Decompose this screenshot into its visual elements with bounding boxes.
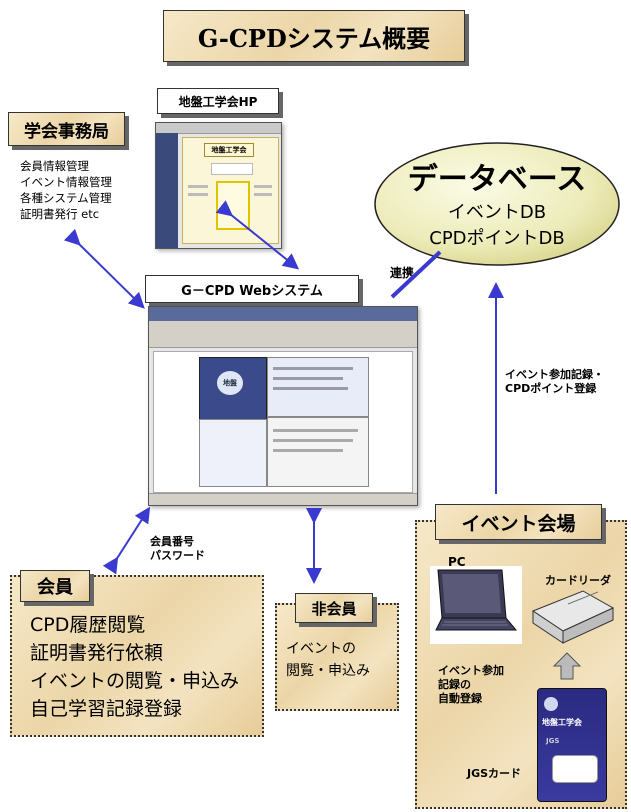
database-item: CPDポイントDB <box>429 228 565 249</box>
auto-record-label: イベント参加 記録の 自動登録 <box>438 664 504 706</box>
secretariat-task: 各種システム管理 <box>20 191 112 205</box>
jgs-card-chip <box>552 755 598 783</box>
secretariat-task: 会員情報管理 <box>20 159 89 173</box>
non-member-function: 閲覧・申込み <box>286 663 370 679</box>
card-reader-label: カードリーダ <box>545 574 611 587</box>
member-function: CPD履歴閲覧 <box>30 614 146 636</box>
page-title: G-CPDシステム概要 <box>163 10 465 62</box>
member-box <box>10 575 264 737</box>
laptop-icon <box>430 566 522 644</box>
pc-label: PC <box>448 555 466 569</box>
jgs-logo-icon <box>544 697 558 711</box>
jgs-card-org: 地盤工学会 <box>542 718 582 727</box>
web-system-label: G－CPD Webシステム <box>145 275 359 303</box>
up-arrow-icon <box>552 652 582 680</box>
auto-record-line: イベント参加 <box>438 664 504 677</box>
non-member-function: イベントの <box>286 641 356 657</box>
non-member-label: 非会員 <box>295 593 373 623</box>
database-title: データベース <box>407 162 587 197</box>
society-hp-screenshot: 地盤工学会 <box>155 122 282 249</box>
member-function: 証明書発行依頼 <box>30 642 164 664</box>
non-member-functions: イベントの 閲覧・申込み <box>286 638 370 682</box>
database-ellipse <box>374 142 620 266</box>
secretariat-tasks: 会員情報管理 イベント情報管理 各種システム管理 証明書発行 etc <box>20 158 112 222</box>
event-record-line: CPDポイント登録 <box>505 382 597 395</box>
card-reader-icon <box>531 590 615 644</box>
web-system-logo: 地盤 <box>217 371 243 395</box>
link-label: 連携 <box>390 266 415 280</box>
auto-record-line: 自動登録 <box>438 692 482 705</box>
arrow-member-web <box>102 506 151 575</box>
society-hp-mini-title: 地盤工学会 <box>204 143 254 157</box>
jgs-card-label: JGSカード <box>467 767 522 780</box>
venue-label: イベント会場 <box>435 504 602 540</box>
member-functions: CPD履歴閲覧 証明書発行依頼 イベントの閲覧・申込み 自己学習記録登録 <box>30 611 239 723</box>
credentials-label: 会員番号 パスワード <box>150 535 205 563</box>
web-system-screenshot: 地盤 <box>148 306 418 506</box>
auto-record-line: 記録の <box>438 678 471 691</box>
event-record-label: イベント参加記録・ CPDポイント登録 <box>505 368 604 396</box>
member-label: 会員 <box>20 570 90 602</box>
arrow-secretariat-web <box>63 228 145 309</box>
member-function: イベントの閲覧・申込み <box>30 670 240 692</box>
credentials-line: パスワード <box>150 549 205 562</box>
member-function: 自己学習記録登録 <box>30 698 183 720</box>
event-record-line: イベント参加記録・ <box>505 368 604 381</box>
database-item: イベントDB <box>447 202 547 223</box>
society-hp-label: 地盤工学会HP <box>157 88 279 114</box>
jgs-card: 地盤工学会 JGS <box>537 688 607 802</box>
credentials-line: 会員番号 <box>150 535 194 548</box>
database-node: データベース イベントDB CPDポイントDB <box>372 140 622 270</box>
secretariat-task: 証明書発行 etc <box>20 207 100 221</box>
secretariat-task: イベント情報管理 <box>20 175 112 189</box>
secretariat-label: 学会事務局 <box>8 112 125 146</box>
jgs-card-abbrev: JGS <box>546 737 560 745</box>
